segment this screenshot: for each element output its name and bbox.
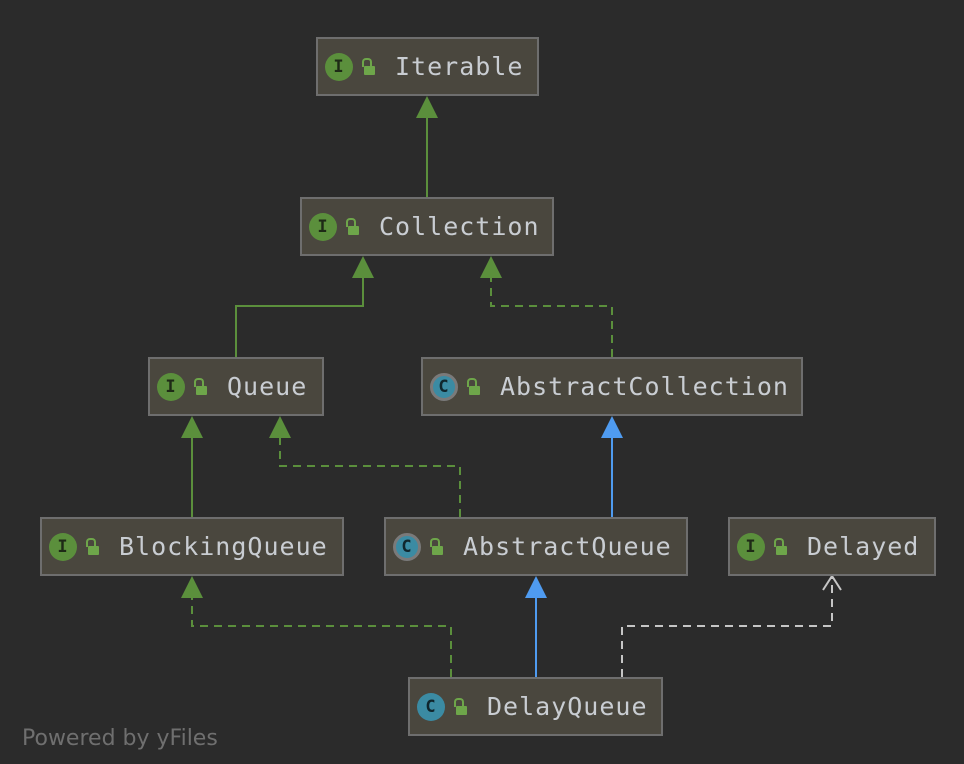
arrowhead-filled <box>601 416 623 438</box>
node-collection[interactable]: I Collection <box>300 197 554 256</box>
node-delayed[interactable]: I Delayed <box>728 517 936 576</box>
edge-abstract-collection-to-collection <box>480 256 613 357</box>
node-blocking-queue[interactable]: I BlockingQueue <box>40 517 344 576</box>
arrowhead-filled <box>525 576 547 598</box>
node-label: Queue <box>227 372 308 401</box>
class-badge-icon: C <box>393 532 421 561</box>
powered-by-footer: Powered by yFiles <box>22 726 218 751</box>
edge-delay-queue-to-delayed <box>621 574 842 677</box>
node-label: BlockingQueue <box>119 532 328 561</box>
node-iterable[interactable]: I Iterable <box>316 37 539 96</box>
node-delay-queue[interactable]: C DelayQueue <box>408 677 663 736</box>
interface-badge-icon: I <box>49 532 77 561</box>
arrowhead-filled <box>181 416 203 438</box>
node-abstract-queue[interactable]: C AbstractQueue <box>384 517 688 576</box>
class-badge-icon: C <box>430 372 458 401</box>
edge-delay-queue-to-abstract-queue <box>525 576 547 677</box>
edge-abstract-queue-to-queue <box>269 416 461 517</box>
edge-queue-to-collection <box>235 256 374 357</box>
node-label: DelayQueue <box>487 692 648 721</box>
arrowhead-filled <box>480 256 502 278</box>
edge-blocking-queue-to-queue <box>181 416 203 517</box>
interface-badge-icon: I <box>737 532 765 561</box>
interface-badge-icon: I <box>157 372 185 401</box>
interface-badge-icon: I <box>309 212 337 241</box>
public-visibility-icon <box>194 377 207 396</box>
edge-abstract-queue-to-abstract-collection <box>601 416 623 517</box>
public-visibility-icon <box>430 537 443 556</box>
public-visibility-icon <box>467 377 480 396</box>
node-label: AbstractQueue <box>463 532 672 561</box>
arrowhead-open <box>822 574 842 591</box>
public-visibility-icon <box>346 217 359 236</box>
node-queue[interactable]: I Queue <box>148 357 324 416</box>
node-label: AbstractCollection <box>500 372 789 401</box>
arrowhead-filled <box>269 416 291 438</box>
node-abstract-collection[interactable]: C AbstractCollection <box>421 357 803 416</box>
node-label: Iterable <box>395 52 524 81</box>
public-visibility-icon <box>774 537 787 556</box>
edge-collection-to-iterable <box>416 96 438 197</box>
arrowhead-filled <box>181 576 203 598</box>
node-label: Delayed <box>807 532 920 561</box>
node-label: Collection <box>379 212 540 241</box>
public-visibility-icon <box>362 57 375 76</box>
public-visibility-icon <box>86 537 99 556</box>
arrowhead-filled <box>352 256 374 278</box>
interface-badge-icon: I <box>325 52 353 81</box>
edge-delay-queue-to-blocking-queue <box>181 576 452 677</box>
class-badge-icon: C <box>417 692 445 721</box>
public-visibility-icon <box>454 697 467 716</box>
arrowhead-filled <box>416 96 438 118</box>
